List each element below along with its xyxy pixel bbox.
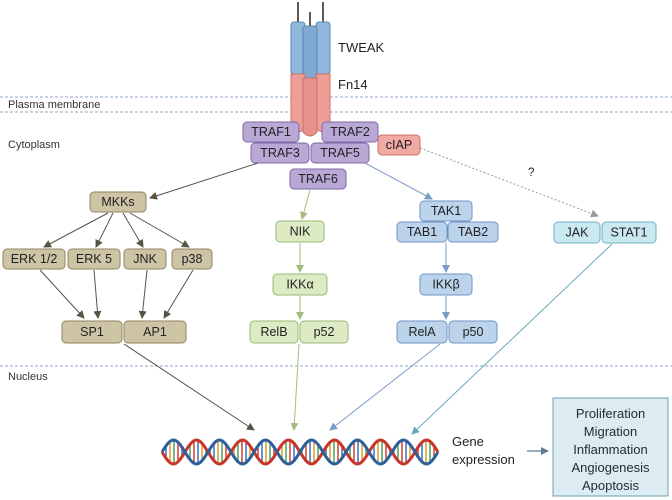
- tweak-ligand: [290, 2, 331, 79]
- svg-text:ERK 1/2: ERK 1/2: [11, 252, 58, 266]
- svg-text:STAT1: STAT1: [610, 226, 647, 240]
- relb-box: RelB: [249, 320, 299, 344]
- outcomes-box: Proliferation Migration Inflammation Ang…: [552, 397, 669, 497]
- svg-text:JAK: JAK: [566, 226, 590, 240]
- sp1-box: SP1: [61, 320, 123, 344]
- svg-text:NIK: NIK: [290, 225, 312, 239]
- nik-box: NIK: [275, 220, 325, 243]
- outcome-proliferation: Proliferation: [576, 406, 645, 421]
- plasma-membrane-label: Plasma membrane: [8, 99, 100, 111]
- mkks-box: MKKs: [89, 191, 147, 213]
- svg-text:IKKα: IKKα: [286, 278, 313, 292]
- svg-text:ERK 5: ERK 5: [76, 252, 112, 266]
- tab2-box: TAB2: [447, 221, 499, 243]
- jnk-box: JNK: [123, 248, 167, 270]
- gene-expression-label-line1: Gene: [452, 434, 484, 449]
- svg-text:p50: p50: [463, 325, 484, 339]
- traf5-box: TRAF5: [310, 142, 370, 164]
- outcome-apoptosis: Apoptosis: [582, 478, 640, 493]
- ciap-box: cIAP: [377, 134, 421, 156]
- traf6-box: TRAF6: [289, 168, 347, 190]
- p38-box: p38: [171, 248, 213, 270]
- erk12-box: ERK 1/2: [2, 248, 66, 270]
- svg-text:TAK1: TAK1: [431, 204, 461, 218]
- ap1-box: AP1: [123, 320, 187, 344]
- svg-text:p52: p52: [314, 325, 335, 339]
- svg-text:TRAF2: TRAF2: [330, 125, 370, 139]
- p52-box: p52: [299, 320, 349, 344]
- outcome-angiogenesis: Angiogenesis: [571, 460, 650, 475]
- svg-text:TRAF3: TRAF3: [260, 146, 300, 160]
- ikkb-box: IKKβ: [419, 273, 473, 296]
- svg-text:p38: p38: [182, 252, 203, 266]
- unknown-link-question: ?: [528, 167, 534, 179]
- p50-box: p50: [448, 320, 498, 344]
- tweak-label: TWEAK: [338, 40, 385, 55]
- cytoplasm-label: Cytoplasm: [8, 139, 60, 151]
- svg-text:TAB2: TAB2: [458, 225, 488, 239]
- svg-text:TRAF1: TRAF1: [251, 125, 291, 139]
- ikka-box: IKKα: [272, 273, 328, 296]
- svg-text:RelA: RelA: [408, 325, 436, 339]
- tab1-box: TAB1: [396, 221, 448, 243]
- svg-text:MKKs: MKKs: [101, 195, 134, 209]
- mapk-arrows: [39, 162, 259, 431]
- svg-text:AP1: AP1: [143, 325, 167, 339]
- traf2-box: TRAF2: [321, 121, 379, 143]
- outcome-migration: Migration: [584, 424, 637, 439]
- traf3-box: TRAF3: [250, 142, 310, 164]
- svg-text:cIAP: cIAP: [386, 138, 412, 152]
- erk5-box: ERK 5: [67, 248, 121, 270]
- svg-text:JNK: JNK: [133, 252, 157, 266]
- noncanonical-arrows: [290, 189, 311, 431]
- tak1-box: TAK1: [419, 200, 473, 222]
- svg-text:TAB1: TAB1: [407, 225, 437, 239]
- canonical-arrows: [329, 162, 450, 431]
- nucleus-label: Nucleus: [8, 371, 48, 383]
- svg-text:TRAF5: TRAF5: [320, 146, 360, 160]
- stat1-box: STAT1: [601, 221, 657, 244]
- jak-box: JAK: [553, 221, 601, 244]
- svg-text:IKKβ: IKKβ: [432, 278, 459, 292]
- traf1-box: TRAF1: [242, 121, 300, 143]
- dna-helix-icon: [160, 438, 440, 466]
- rela-box: RelA: [396, 320, 448, 344]
- jak-stat-arrows: [411, 147, 613, 435]
- svg-text:RelB: RelB: [260, 325, 287, 339]
- fn14-label: Fn14: [338, 77, 368, 92]
- svg-text:SP1: SP1: [80, 325, 104, 339]
- gene-expression-label-line2: expression: [452, 452, 515, 467]
- svg-text:TRAF6: TRAF6: [298, 172, 338, 186]
- outcome-inflammation: Inflammation: [573, 442, 647, 457]
